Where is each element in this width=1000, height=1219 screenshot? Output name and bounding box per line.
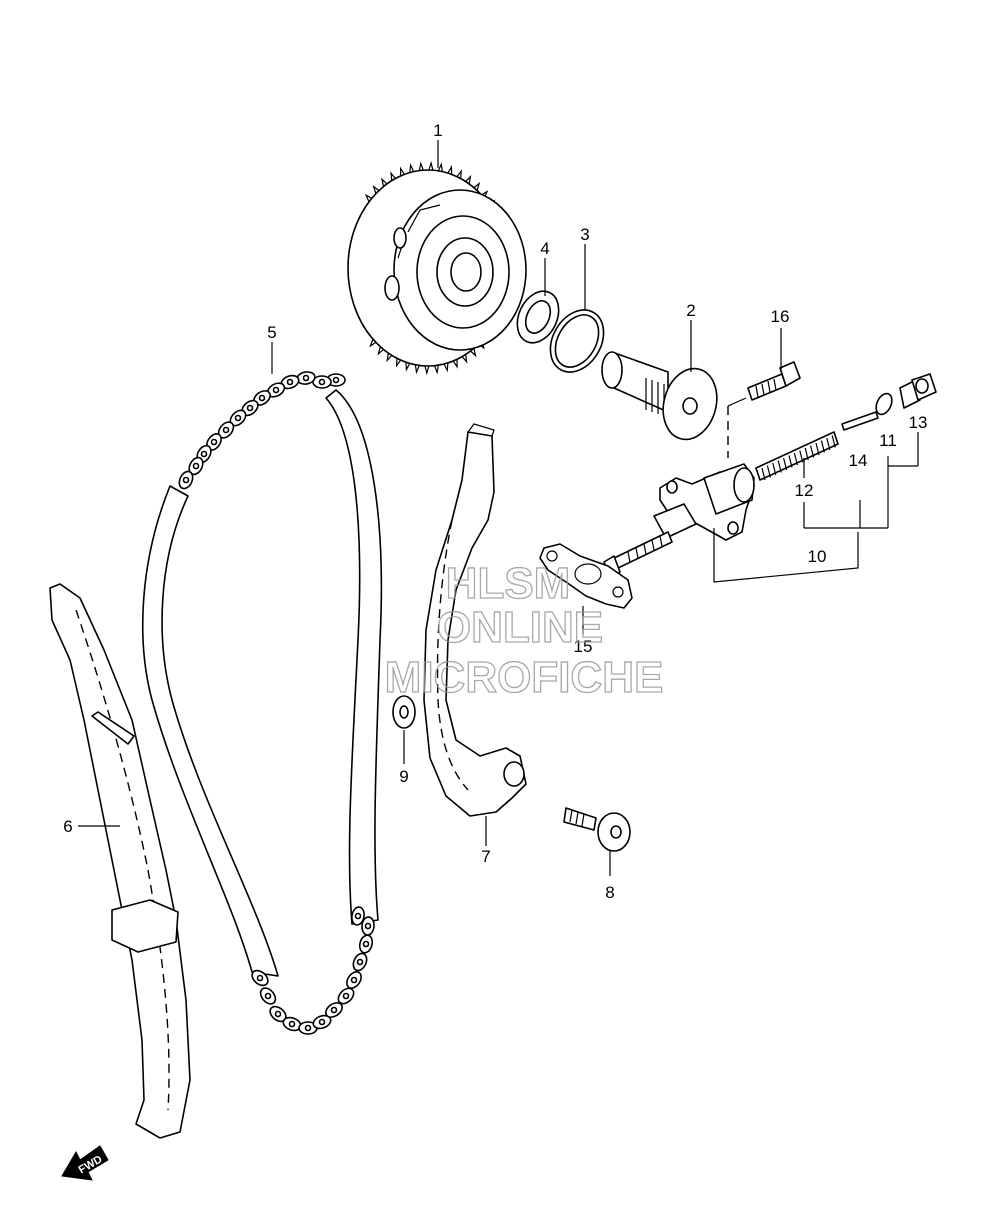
spring-part-12 — [755, 431, 839, 481]
chain-pin — [318, 1018, 326, 1026]
chain-pin — [272, 386, 280, 394]
o-ring-part-3 — [549, 309, 605, 373]
callout-labels: 1 2 3 4 5 6 7 8 9 10 11 12 13 14 15 16 — [63, 121, 927, 902]
chain-pin — [288, 1020, 296, 1028]
callout-13: 13 — [909, 413, 928, 432]
cam-chain-part-5 — [141, 371, 383, 1035]
chain-pin — [318, 378, 326, 386]
idler-shaft-part-2 — [601, 351, 718, 441]
chain-pin — [286, 378, 294, 386]
chain-pin — [256, 974, 264, 982]
bolt-part-16 — [747, 361, 801, 401]
chain-pin — [342, 992, 350, 1000]
gasket-part-11 — [875, 392, 893, 416]
tensioner-arm-part-7 — [423, 423, 527, 817]
callout-2: 2 — [686, 301, 695, 320]
forward-arrow-icon: FWD — [61, 1145, 109, 1181]
chain-pin — [350, 976, 358, 984]
callout-1: 1 — [433, 121, 442, 140]
callout-7: 7 — [481, 847, 490, 866]
callout-6: 6 — [63, 817, 72, 836]
tensioner-gasket-part-15 — [539, 543, 633, 609]
leader-lines — [78, 140, 919, 876]
callout-3: 3 — [580, 225, 589, 244]
chain-pin — [258, 394, 266, 402]
chain-pin — [330, 1006, 338, 1014]
callout-16: 16 — [771, 307, 790, 326]
washer-part-4 — [516, 290, 560, 344]
chain-pin — [246, 404, 254, 412]
chain-pin — [304, 1024, 312, 1032]
chain-pin — [210, 438, 218, 446]
callout-5: 5 — [267, 323, 276, 342]
tensioner-assembly-part-10 — [603, 463, 755, 579]
callout-12: 12 — [795, 481, 814, 500]
chain-guide-part-6 — [49, 583, 191, 1139]
watermark-line-2: ONLINE — [437, 603, 603, 652]
watermark: HLSM ONLINE MICROFICHE — [384, 558, 664, 702]
callout-15: 15 — [574, 637, 593, 656]
chain-pin — [302, 374, 310, 382]
watermark-line-1: HLSM — [446, 559, 571, 608]
chain-pin — [222, 426, 230, 434]
washer-part-9 — [392, 695, 416, 729]
callout-14: 14 — [849, 451, 868, 470]
chain-pin — [182, 476, 190, 484]
chain-pin — [356, 958, 364, 966]
callout-8: 8 — [605, 883, 614, 902]
fwd-label: FWD — [77, 1153, 105, 1176]
chain-pin — [364, 922, 372, 930]
chain-pin — [192, 462, 200, 470]
callout-11: 11 — [879, 431, 897, 450]
chain-pin — [264, 992, 272, 1000]
callout-4: 4 — [540, 239, 549, 258]
chain-pin — [332, 376, 340, 384]
push-rod-part-14 — [841, 411, 879, 431]
shoulder-bolt-part-8 — [563, 807, 631, 852]
chain-pin — [362, 940, 370, 948]
chain-pin — [200, 450, 208, 458]
callout-9: 9 — [399, 767, 408, 786]
chain-pin — [354, 912, 362, 920]
callout-10: 10 — [808, 547, 827, 566]
chain-pin — [274, 1010, 282, 1018]
idler-gear-part-1 — [347, 160, 527, 376]
chain-pin — [234, 414, 242, 422]
watermark-line-3: MICROFICHE — [385, 653, 664, 702]
cap-bolt-part-13 — [899, 373, 937, 409]
